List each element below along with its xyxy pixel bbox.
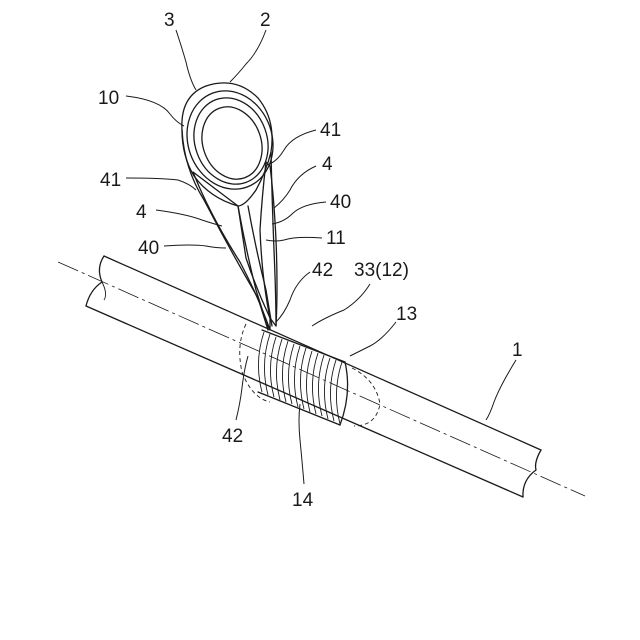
label-14: 14 xyxy=(292,490,314,511)
label-40-left: 40 xyxy=(138,238,159,259)
label-41-left: 41 xyxy=(100,170,121,191)
label-42-bottom: 42 xyxy=(222,426,243,447)
label-2: 2 xyxy=(260,10,271,31)
label-42-top: 42 xyxy=(312,260,333,281)
label-33-12: 33(12) xyxy=(354,260,409,281)
label-10: 10 xyxy=(98,88,119,109)
rod-blank xyxy=(86,256,541,497)
label-4-right: 4 xyxy=(322,154,333,175)
label-4-left: 4 xyxy=(136,202,147,223)
guide-ring-assembly xyxy=(173,79,286,206)
leader-lines xyxy=(126,30,516,484)
label-40-right: 40 xyxy=(330,192,351,213)
label-11: 11 xyxy=(326,228,346,249)
rod-center-axis xyxy=(58,262,585,496)
label-3: 3 xyxy=(164,10,175,31)
region-33-outline xyxy=(240,324,270,402)
label-1: 1 xyxy=(512,340,523,361)
label-41-right: 41 xyxy=(320,120,341,141)
label-13: 13 xyxy=(396,304,417,325)
reference-labels: 3 2 10 41 4 41 40 4 11 40 42 33(12) 13 1… xyxy=(98,10,523,511)
frame-legs xyxy=(182,130,277,330)
